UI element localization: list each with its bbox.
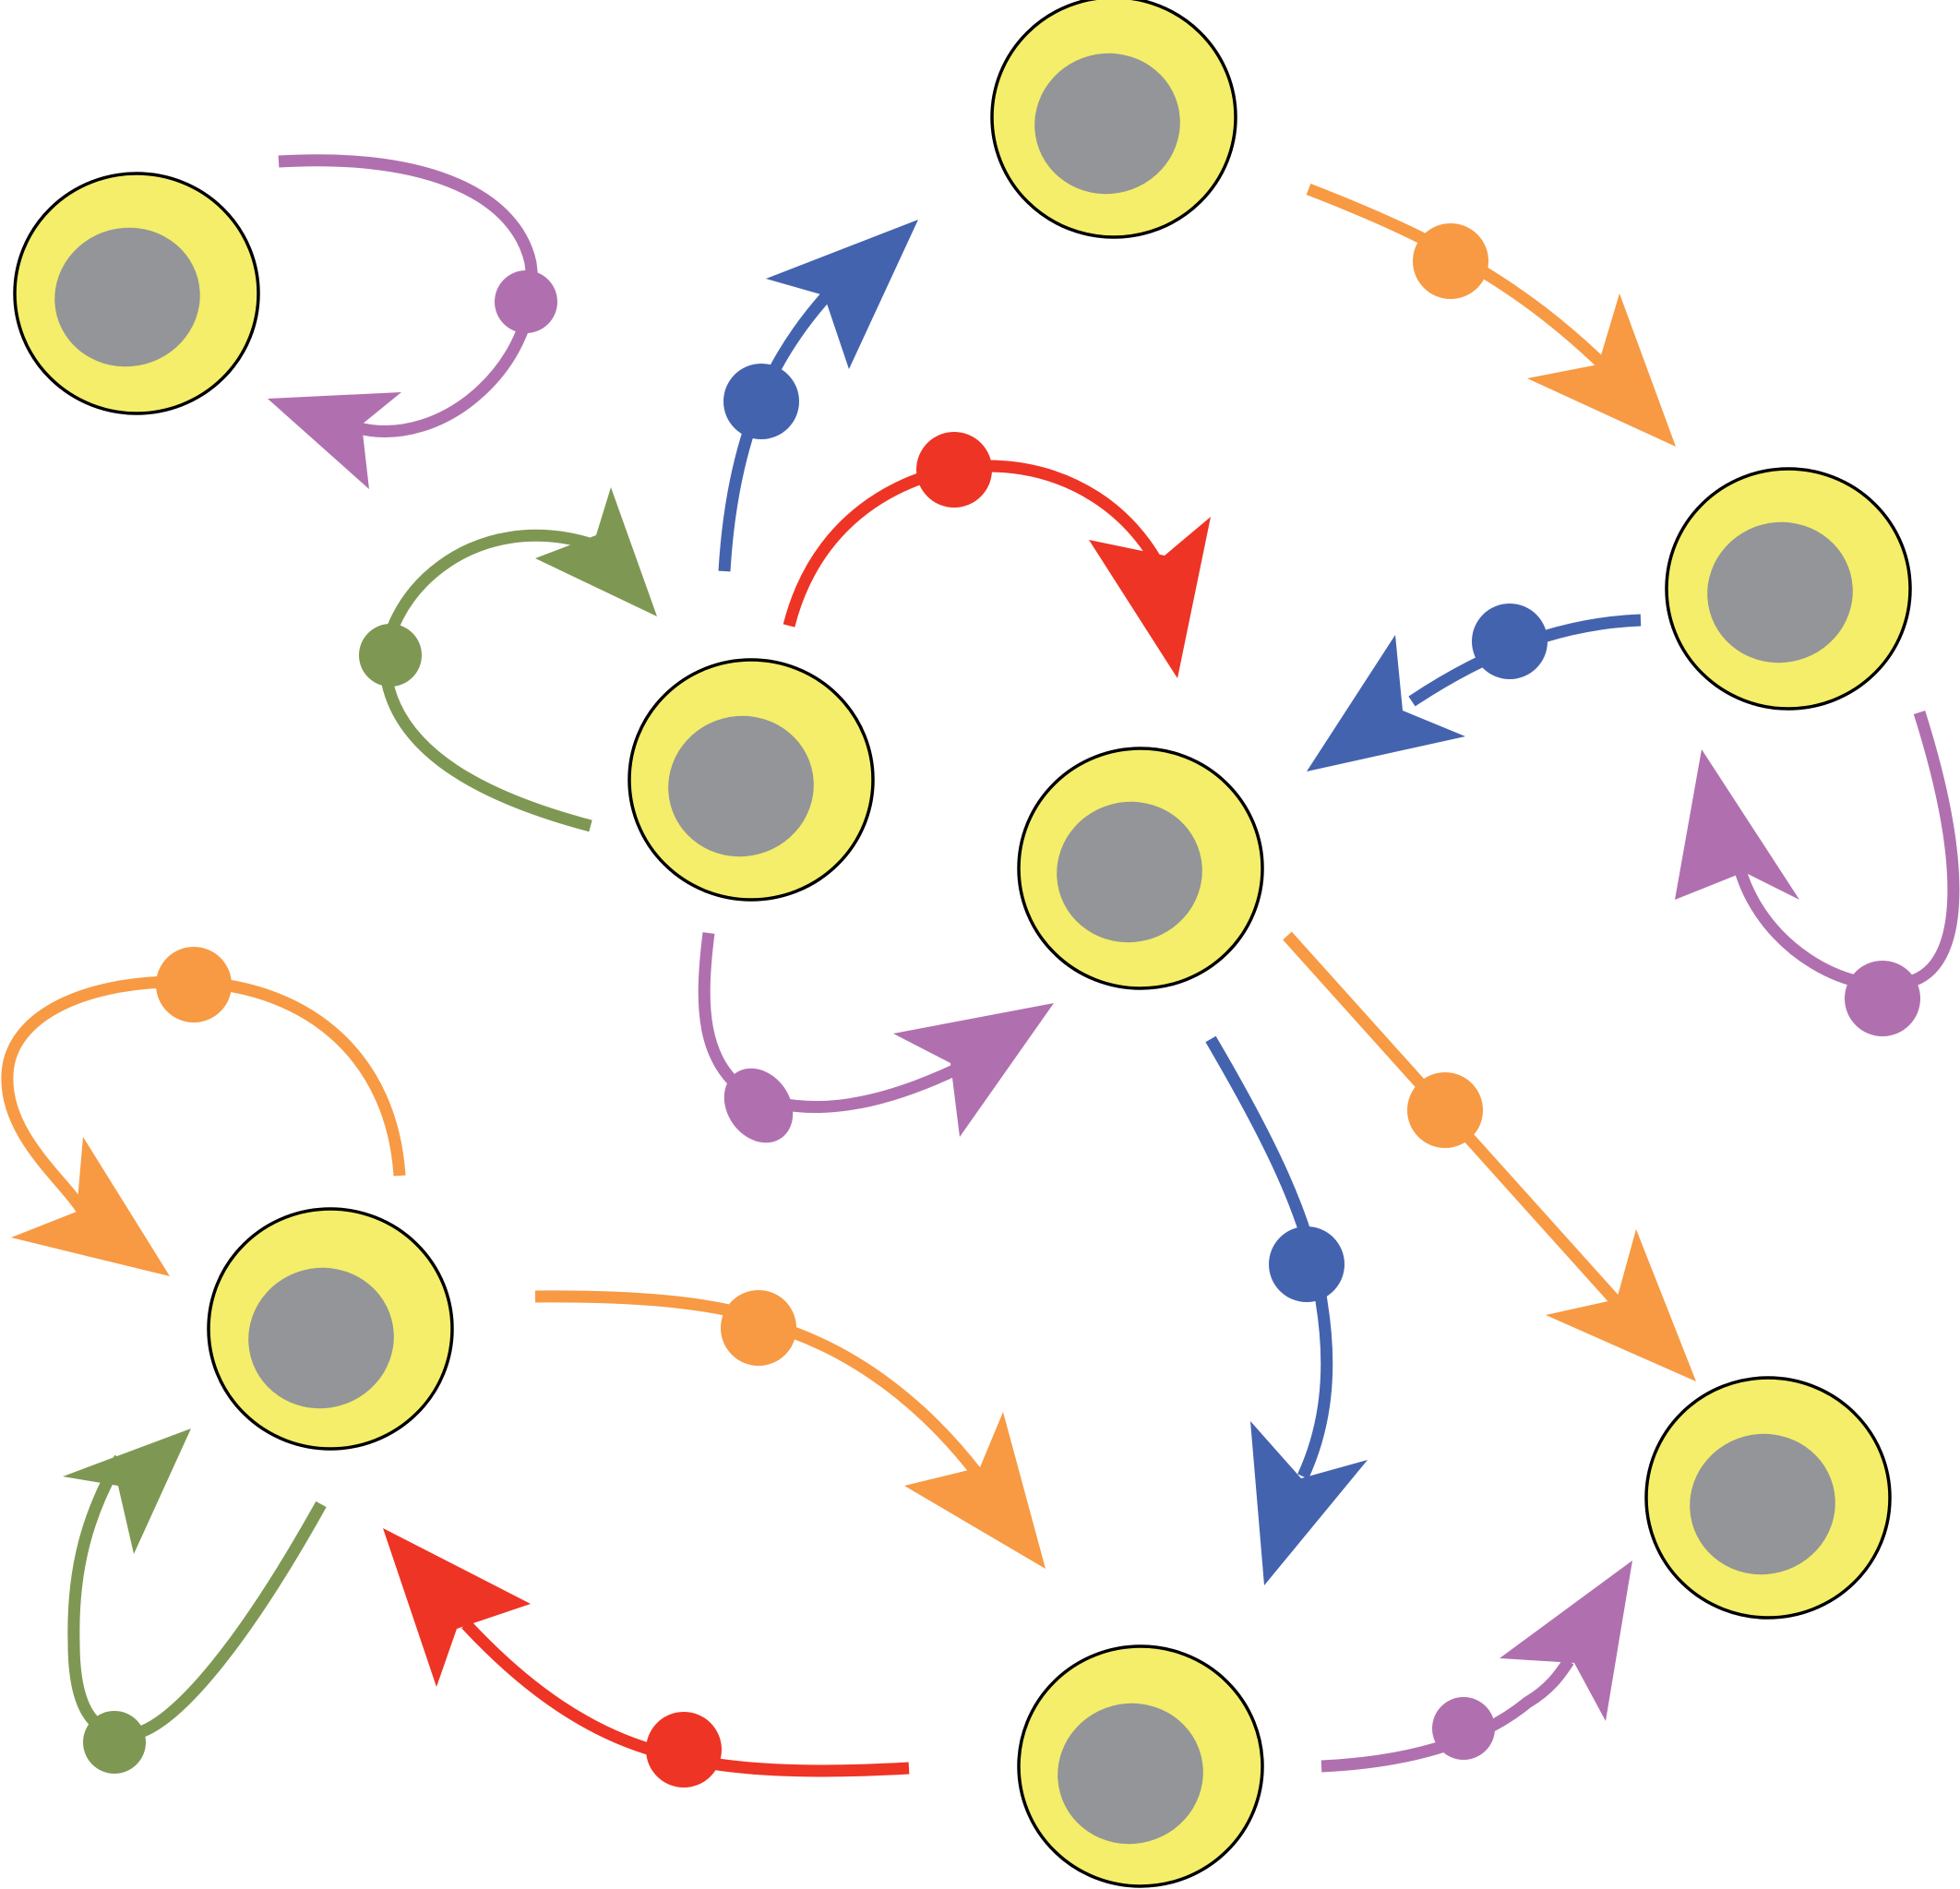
green-self-centerleft	[359, 487, 657, 832]
cell-top-center	[990, 0, 1237, 239]
purple-self-top-left	[268, 154, 557, 489]
signal-node	[83, 1711, 146, 1774]
cell-right-upper	[1665, 467, 1912, 711]
cell-center	[1017, 747, 1264, 990]
purple-self-right	[1675, 711, 1960, 1036]
signal-node	[723, 1068, 794, 1143]
blue-centerleft-to-topcenter	[718, 220, 918, 572]
cell-top-left	[13, 172, 260, 415]
signal-node	[1472, 604, 1548, 679]
orange-bottomleft-to-bottomcenter	[534, 1290, 1046, 1569]
signal-line	[379, 530, 601, 832]
orange-center-to-rightlower	[1283, 931, 1696, 1381]
signal-line	[1321, 1657, 1574, 1773]
signal-line	[1733, 711, 1960, 991]
cell-nucleus	[1707, 521, 1853, 664]
signal-line	[1, 975, 406, 1213]
red-centerleft-to-center	[783, 432, 1211, 678]
arrowhead	[1675, 749, 1799, 900]
blue-center-to-bottomcenter	[1205, 1035, 1368, 1585]
blue-right-to-center	[1307, 604, 1642, 771]
orange-self-bottomleft	[1, 947, 406, 1276]
arrowhead	[766, 220, 918, 369]
cell-nucleus	[1058, 1703, 1203, 1845]
arrowhead	[904, 1412, 1046, 1569]
signal-node	[916, 432, 992, 508]
red-bottomcenter-to-bottomleft	[383, 1528, 910, 1787]
arrowhead	[383, 1528, 531, 1687]
cell-nucleus	[1034, 53, 1180, 195]
cell-nucleus	[668, 715, 814, 857]
signal-node	[495, 270, 557, 333]
signal-node	[1413, 223, 1488, 299]
signal-node	[1432, 1697, 1495, 1760]
signal-node	[1269, 1226, 1345, 1302]
signal-node	[359, 624, 422, 687]
cell-nucleus	[248, 1267, 394, 1409]
arrowhead	[63, 1429, 191, 1554]
cell-nucleus	[1057, 801, 1202, 943]
signal-node	[1407, 1072, 1483, 1148]
orange-topcenter-to-right	[1306, 183, 1676, 447]
cell-right-lower	[1644, 1376, 1892, 1620]
signal-node	[721, 1290, 796, 1366]
arrowhead	[1500, 1560, 1632, 1721]
purple-centerleft-to-center	[698, 932, 1054, 1143]
arrowhead	[893, 1003, 1054, 1137]
cell-bottom-center	[1017, 1644, 1264, 1888]
arrowhead	[268, 392, 401, 489]
signal-node	[156, 947, 232, 1022]
arrowhead	[1546, 1229, 1696, 1381]
cell-nucleus	[54, 227, 200, 367]
signal-node	[723, 364, 799, 439]
arrowhead	[11, 1137, 170, 1276]
signal-node	[646, 1712, 722, 1787]
arrowhead	[1307, 635, 1465, 771]
arrowhead	[535, 487, 657, 616]
arrowhead	[1527, 293, 1676, 447]
purple-bottomcenter-to-rightlower	[1321, 1560, 1632, 1773]
cell-bottom-left	[207, 1207, 454, 1451]
arrowhead	[1250, 1421, 1368, 1585]
cell-nucleus	[1690, 1433, 1835, 1575]
signal-node	[1845, 961, 1920, 1036]
signal-line	[278, 154, 538, 437]
arrowhead	[1089, 517, 1211, 678]
signal-line	[67, 1454, 327, 1741]
cell-center-left	[627, 658, 875, 902]
green-self-bottomleft	[63, 1429, 327, 1774]
